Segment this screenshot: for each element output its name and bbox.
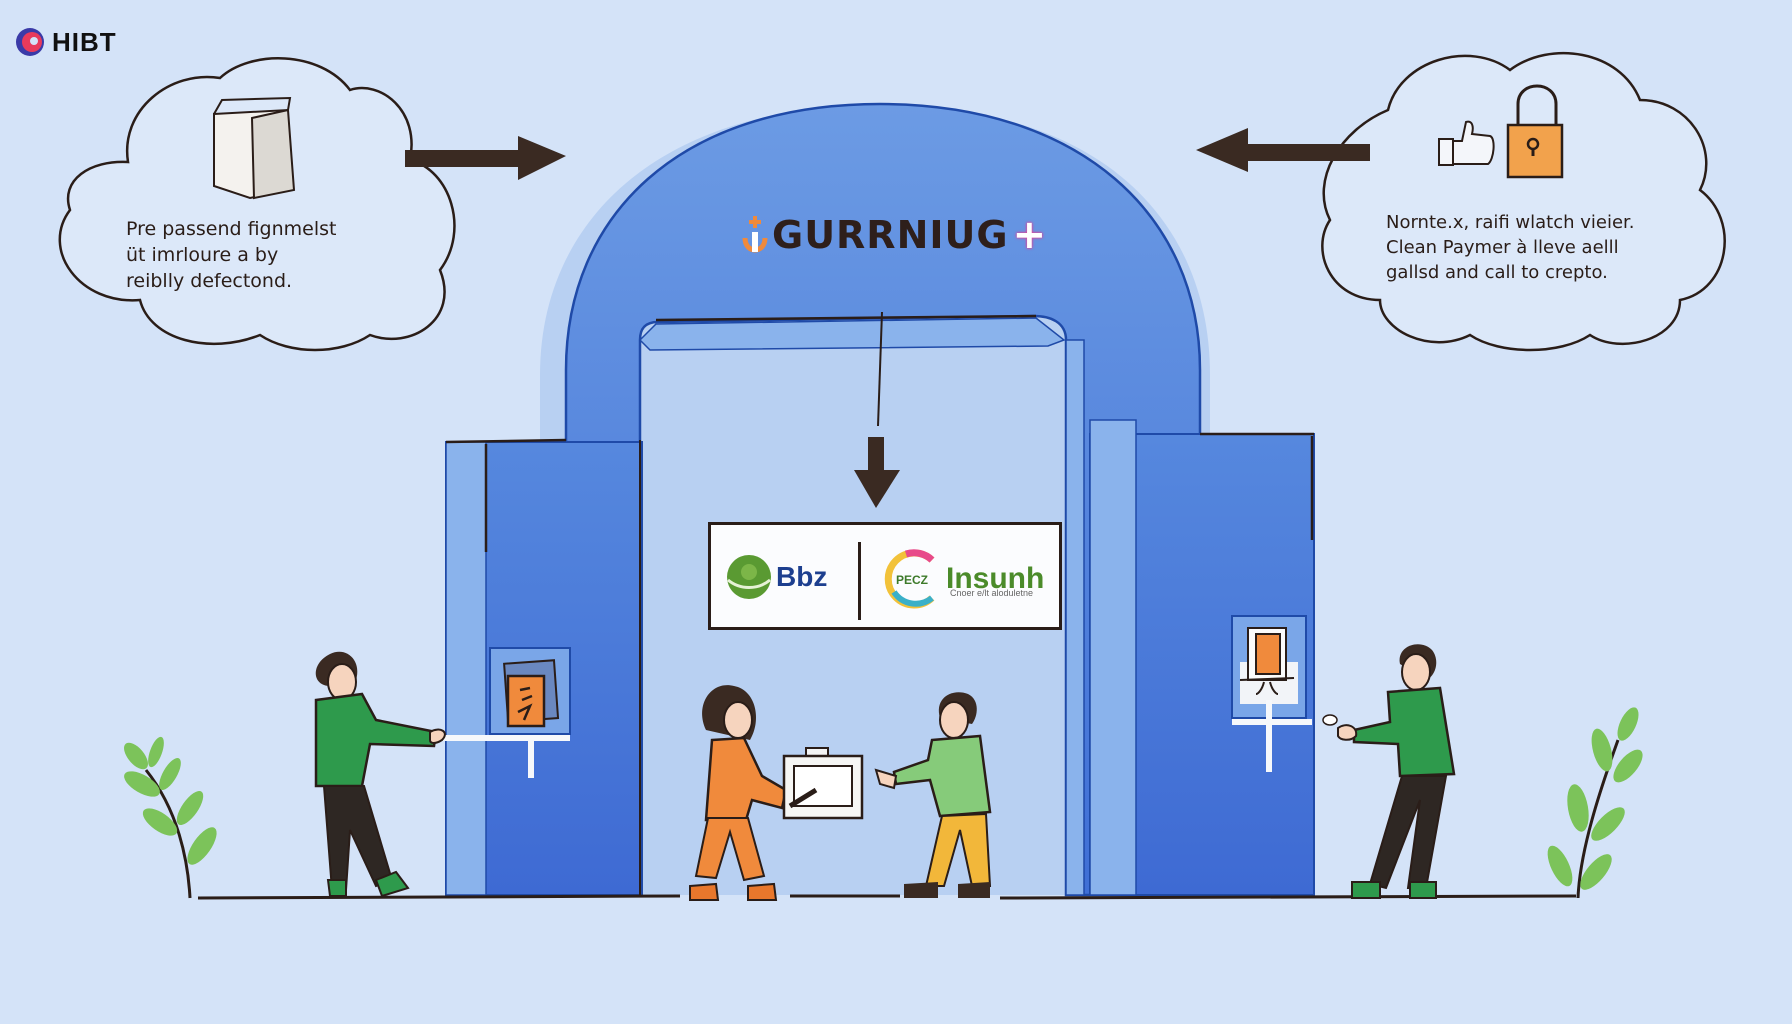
sponsor-insunh-name: Insunh [946,562,1045,595]
left-cloud-text: Pre passend fignmelst üt imrloure a by r… [126,216,426,294]
sponsor-bbz[interactable]: Bbz [726,554,827,600]
sponsor-bbz-name: Bbz [776,561,828,592]
sponsor-b-prefix: PECZ [896,573,928,587]
brand-name: HIBT [52,26,117,57]
left-cloud-line: Pre passend fignmelst [126,218,337,240]
right-kiosk[interactable] [1231,615,1312,772]
right-cloud [1321,51,1726,352]
arch-gate [564,102,1202,897]
left-cloud-line: reiblly defectond. [126,270,293,292]
left-cloud [58,57,456,352]
sponsor-insunh[interactable]: PECZ Insunh [882,548,1044,610]
arrow-right-icon [405,136,566,180]
sponsor-insunh-subtitle: Cnoer e/lt aloduletne [950,588,1034,598]
arch-title-text: GURRNIUG [772,213,1009,257]
person-woman-orange [689,685,788,901]
person-left-green [314,651,446,898]
thumbs-up-icon [1438,120,1495,166]
brand-logo[interactable]: HIBT [14,26,117,58]
person-right-green [1322,644,1456,899]
briefcase-icon [782,747,864,820]
right-cloud-line: Clean Paymer à lleve aelll [1386,237,1619,258]
arrow-left-icon [1196,128,1370,172]
sign-divider [858,542,861,620]
rainbow-ring-icon: PECZ [884,549,935,609]
green-globe-icon [727,555,771,599]
plus-icon: + [1012,212,1047,258]
person-man-light-green [874,692,992,898]
left-plant-icon [124,736,217,899]
right-plant-icon [1547,707,1643,899]
hibt-logo-icon [16,28,44,56]
right-cloud-text: Nornte.x, raifi wlatch vieier. Clean Pay… [1386,210,1686,285]
anchor-icon [742,216,768,253]
open-box-icon [213,96,296,200]
arch-title: GURRNIUG + [742,212,1046,258]
arrow-down-icon [854,311,900,508]
right-cloud-line: Nornte.x, raifi wlatch vieier. [1386,212,1635,233]
left-cloud-line: üt imrloure a by [126,244,279,266]
padlock-icon [1506,84,1564,179]
left-kiosk[interactable] [430,647,571,778]
ground-line [197,894,1577,900]
right-cloud-line: gallsd and call to crepto. [1386,262,1608,283]
